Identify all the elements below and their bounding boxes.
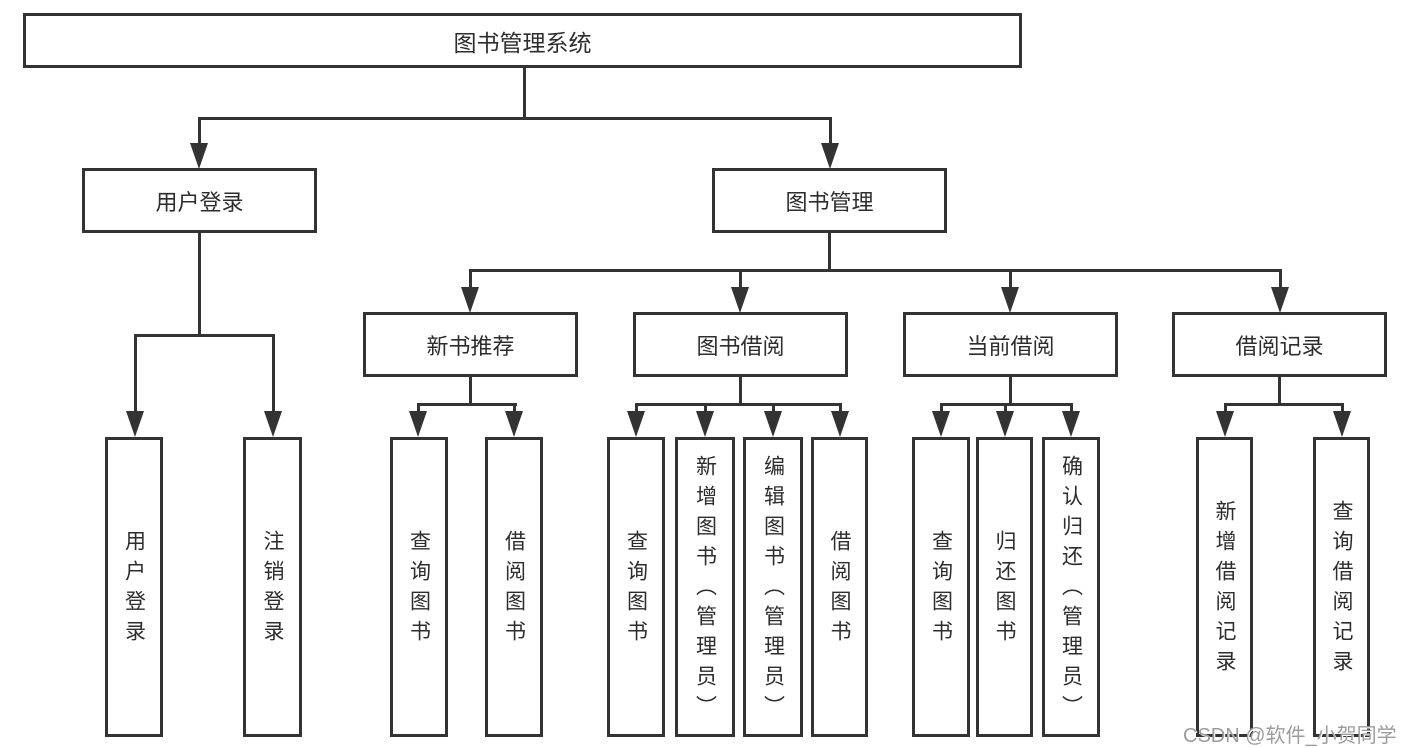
connector-vline (417, 403, 420, 415)
leaf-label: 查询借阅记录 (1330, 500, 1353, 680)
arrowhead-down-icon (821, 143, 839, 169)
arrowhead-down-icon (627, 411, 645, 437)
leaf-query-books-borrowing: 查询图书 (607, 437, 665, 737)
leaf-label: 确认归还（管理员） (1059, 455, 1083, 725)
connector-vline (1009, 269, 1012, 289)
arrowhead-down-icon (696, 411, 714, 437)
connector-hline (635, 403, 842, 406)
connector-vline (635, 403, 638, 415)
node-label: 当前借阅 (966, 333, 1055, 359)
node-label: 图书借阅 (696, 333, 785, 359)
leaf-label: 用户登录 (122, 530, 146, 650)
connector-vline (1279, 269, 1282, 289)
connector-vline (1341, 403, 1344, 415)
arrowhead-down-icon (190, 143, 208, 169)
connector-vline (523, 67, 526, 118)
connector-vline (469, 375, 472, 405)
connector-vline (198, 232, 201, 337)
connector-vline (198, 117, 201, 147)
leaf-add-book-admin: 新增图书（管理员） (675, 437, 735, 737)
connector-vline (772, 403, 775, 415)
arrowhead-down-icon (731, 287, 749, 313)
connector-vline (1009, 375, 1012, 405)
connector-vline (1070, 403, 1073, 415)
connector-vline (1278, 375, 1281, 405)
leaf-label: 查询图书 (624, 530, 648, 650)
connector-hline (198, 117, 832, 120)
connector-vline (739, 375, 742, 405)
arrowhead-down-icon (409, 411, 427, 437)
leaf-add-borrow-record: 新增借阅记录 (1196, 437, 1253, 737)
connector-vline (739, 269, 742, 289)
leaf-label: 新增借阅记录 (1213, 500, 1236, 680)
leaf-query-borrow-record: 查询借阅记录 (1313, 437, 1370, 737)
connector-vline (829, 117, 832, 147)
node-user-login: 用户登录 (82, 168, 317, 233)
leaf-label: 新增图书（管理员） (693, 455, 717, 725)
leaf-query-books-current: 查询图书 (912, 437, 970, 737)
arrowhead-down-icon (264, 411, 282, 437)
leaf-query-books-recommend: 查询图书 (390, 437, 448, 737)
leaf-borrow-books: 借阅图书 (811, 437, 868, 737)
connector-hline (1224, 403, 1344, 406)
connector-vline (1004, 403, 1007, 415)
connector-hline (134, 334, 275, 337)
node-book-management: 图书管理 (712, 168, 947, 233)
node-book-borrowing: 图书借阅 (633, 312, 848, 377)
leaf-label: 借阅图书 (502, 530, 526, 650)
node-label: 借阅记录 (1235, 333, 1324, 359)
node-new-book-recommend: 新书推荐 (363, 312, 578, 377)
node-current-borrowing: 当前借阅 (903, 312, 1118, 377)
connector-hline (469, 269, 1282, 272)
arrowhead-down-icon (932, 411, 950, 437)
arrowhead-down-icon (1333, 411, 1351, 437)
csdn-watermark: CSDN @软件_小贺同学 (1183, 725, 1397, 747)
node-label: 图书管理 (785, 189, 874, 215)
leaf-user-login: 用户登录 (105, 437, 163, 737)
connector-vline (839, 403, 842, 415)
leaf-logout: 注销登录 (243, 437, 302, 737)
node-borrowing-records: 借阅记录 (1172, 312, 1387, 377)
leaf-label: 编辑图书（管理员） (761, 455, 785, 725)
leaf-edit-book-admin: 编辑图书（管理员） (743, 437, 803, 737)
arrowhead-down-icon (1062, 411, 1080, 437)
arrowhead-down-icon (461, 287, 479, 313)
leaf-confirm-return-admin: 确认归还（管理员） (1042, 437, 1100, 737)
connector-vline (469, 269, 472, 289)
connector-vline (134, 334, 137, 414)
leaf-borrow-books-recommend: 借阅图书 (485, 437, 543, 737)
leaf-label: 借阅图书 (828, 530, 851, 650)
arrowhead-down-icon (1271, 287, 1289, 313)
connector-hline (417, 403, 517, 406)
connector-vline (272, 334, 275, 414)
arrowhead-down-icon (996, 411, 1014, 437)
leaf-label: 查询图书 (929, 530, 953, 650)
leaf-label: 归还图书 (993, 530, 1016, 650)
leaf-return-books: 归还图书 (976, 437, 1033, 737)
arrowhead-down-icon (126, 411, 144, 437)
node-label: 用户登录 (155, 189, 244, 215)
connector-vline (940, 403, 943, 415)
arrowhead-down-icon (1001, 287, 1019, 313)
leaf-label: 查询图书 (407, 530, 431, 650)
connector-vline (704, 403, 707, 415)
arrowhead-down-icon (831, 411, 849, 437)
connector-vline (1224, 403, 1227, 415)
node-label: 图书管理系统 (453, 29, 592, 56)
connector-vline (828, 232, 831, 272)
arrowhead-down-icon (1216, 411, 1234, 437)
connector-vline (513, 403, 516, 415)
node-label: 新书推荐 (426, 333, 515, 359)
node-root-book-management-system: 图书管理系统 (23, 13, 1022, 68)
arrowhead-down-icon (764, 411, 782, 437)
leaf-label: 注销登录 (261, 530, 284, 650)
arrowhead-down-icon (505, 411, 523, 437)
